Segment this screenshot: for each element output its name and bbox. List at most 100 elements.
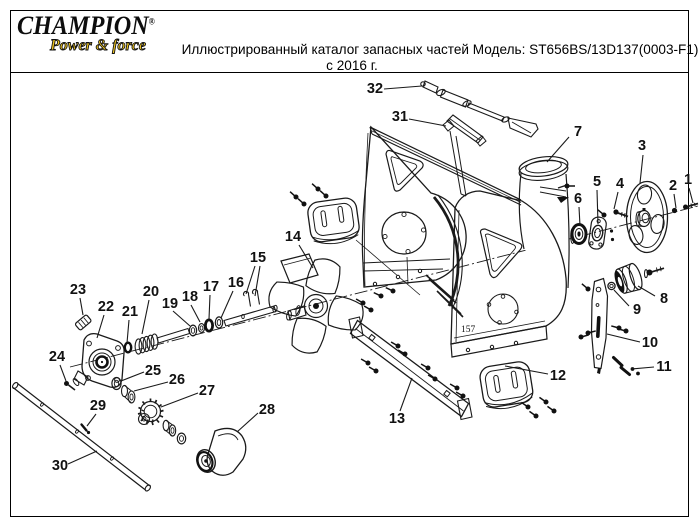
callout-label-15: 15 (250, 250, 266, 266)
part-27-gear (137, 398, 164, 426)
callout-label-20: 20 (143, 284, 159, 300)
callout-label-7: 7 (574, 124, 582, 140)
part-26b-bushing (162, 419, 177, 437)
rivet-icon (513, 340, 519, 346)
part-18-washer (197, 323, 206, 333)
catalog-title: Иллюстрированный каталог запасных частей… (181, 42, 699, 57)
callout-23: 23 (70, 282, 86, 316)
callout-label-1: 1 (684, 172, 692, 188)
callout-label-6: 6 (574, 191, 582, 207)
callout-label-23: 23 (70, 282, 86, 298)
callout-26: 26 (133, 372, 185, 392)
callout-label-5: 5 (593, 174, 601, 190)
part-2-bolt (671, 207, 678, 214)
callout-4: 4 (613, 176, 624, 210)
bolt-icon (564, 183, 575, 189)
rivet-icon (372, 281, 378, 287)
callout-31: 31 (392, 109, 447, 127)
callout-28: 28 (236, 402, 275, 433)
bolt-icon (319, 190, 329, 199)
callout-27: 27 (160, 383, 215, 408)
bolt-icon (581, 283, 591, 292)
housing-right-panel: 157 (450, 190, 567, 358)
callout-20: 20 (141, 284, 159, 335)
rivet-icon (395, 274, 401, 280)
bolt-icon (297, 198, 307, 207)
part-9-nut (607, 281, 616, 291)
callout-label-9: 9 (633, 302, 641, 318)
part-19-washer (188, 324, 198, 337)
header-divider (11, 72, 688, 73)
auger-shaft-outer (223, 304, 278, 327)
callout-3: 3 (638, 138, 646, 184)
bolt-icon (390, 341, 401, 349)
bolt-icon (427, 374, 438, 382)
housing-marking: 157 (461, 325, 476, 335)
part-31-crank-bracket (442, 114, 487, 197)
housing-left-panel (361, 125, 467, 288)
bolt-icon (521, 401, 531, 410)
part-8-pulley-bolt (644, 266, 665, 279)
bolt-icon (455, 391, 466, 399)
part-7-chute (518, 156, 570, 289)
callout-label-27: 27 (199, 383, 215, 399)
callout-label-12: 12 (550, 368, 566, 384)
bolt-icon (547, 405, 557, 414)
bolt-icon (311, 183, 321, 192)
bolt-icon (373, 291, 384, 299)
callout-22: 22 (96, 299, 114, 339)
callout-11: 11 (630, 359, 672, 375)
rivet-icon (465, 347, 471, 353)
part-11-fasteners (612, 356, 640, 376)
callouts-layer: 1234567891011121314151617181920212223242… (49, 81, 694, 474)
callout-label-25: 25 (145, 363, 161, 379)
callout-label-17: 17 (203, 279, 219, 295)
part-10-bracket (590, 277, 609, 374)
part-22-gearbox (72, 332, 125, 388)
bolt-icon (355, 298, 366, 306)
part-12-bearing-cover-right (479, 361, 534, 410)
dot-icon (610, 237, 615, 242)
callout-label-21: 21 (122, 304, 138, 320)
callout-label-4: 4 (616, 176, 624, 192)
callout-5: 5 (593, 174, 601, 225)
callout-30: 30 (52, 450, 98, 474)
callout-24: 24 (49, 349, 67, 382)
part-4-bolt (613, 209, 629, 218)
callout-label-31: 31 (392, 109, 408, 125)
callout-29: 29 (86, 398, 106, 427)
callout-label-16: 16 (228, 275, 244, 291)
callout-16: 16 (220, 275, 244, 319)
part-21-ring (123, 341, 133, 354)
callout-label-14: 14 (285, 229, 301, 245)
callout-14: 14 (285, 229, 314, 269)
part-28-roller-assembly (196, 427, 247, 476)
page-border (10, 10, 689, 517)
brand-tagline: Power & force (50, 37, 147, 55)
callout-label-24: 24 (49, 349, 65, 365)
callout-label-3: 3 (638, 138, 646, 154)
callout-10: 10 (606, 333, 658, 351)
bolt-icon (385, 286, 396, 294)
callout-9: 9 (613, 289, 641, 318)
callout-18: 18 (182, 289, 201, 323)
part-12-bearing-cover-left (307, 197, 360, 245)
callout-19: 19 (162, 296, 191, 327)
callout-label-22: 22 (98, 299, 114, 315)
dot-icon (609, 229, 614, 233)
bolt-icon (363, 305, 374, 313)
bolt-icon (585, 330, 596, 336)
part-25-washer (111, 376, 122, 391)
callout-label-13: 13 (389, 411, 405, 427)
bolt-icon (529, 410, 539, 419)
callout-6: 6 (574, 191, 582, 227)
fasteners-layer (289, 183, 629, 419)
part-29-pin (80, 423, 91, 435)
brand-logo: CHAMPION® (17, 11, 155, 40)
bolt-icon (360, 358, 371, 366)
bolt-icon (368, 366, 379, 374)
axis-centerline (69, 205, 699, 368)
part-14-impeller (268, 253, 364, 354)
bolt-icon (539, 396, 549, 405)
registered-mark: ® (148, 16, 155, 27)
